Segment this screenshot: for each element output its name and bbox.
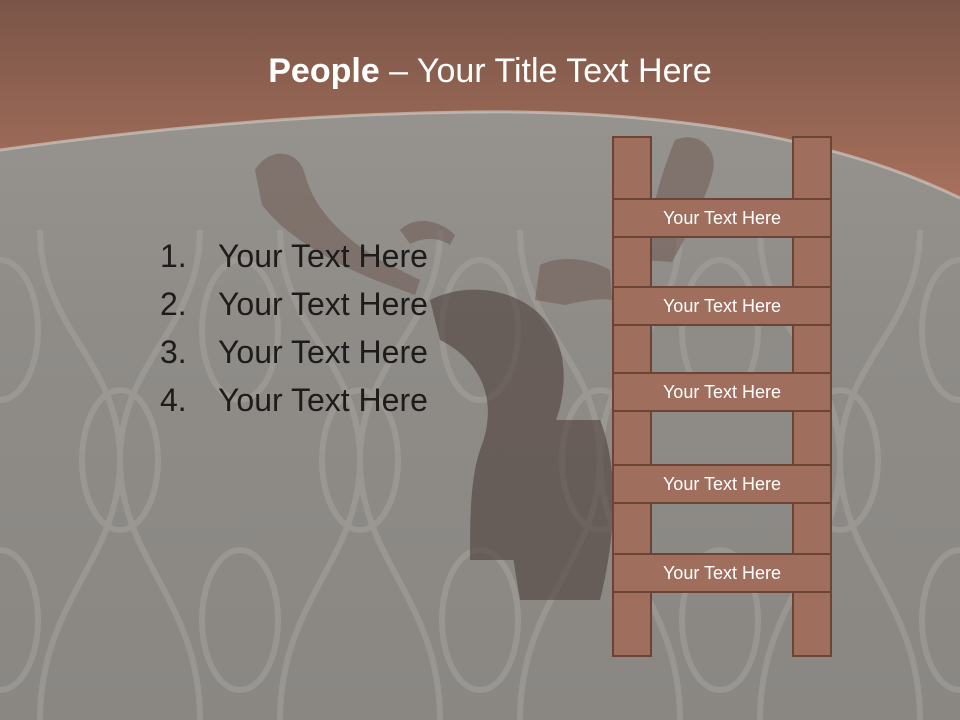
ladder-rail-right-segment [792, 410, 832, 466]
list-item: 4. Your Text Here [160, 376, 428, 424]
list-item-text: Your Text Here [218, 238, 428, 274]
ladder-rail-right-segment [792, 236, 832, 288]
list-item-number: 1. [160, 238, 187, 274]
ladder-rail-left-segment [612, 324, 652, 374]
ladder-rung: Your Text Here [612, 286, 832, 326]
list-item-number: 4. [160, 382, 187, 418]
ladder-rung: Your Text Here [612, 553, 832, 593]
title-rest-text: – Your Title Text Here [379, 52, 712, 90]
list-item-number: 2. [160, 286, 187, 322]
list-item: 1. Your Text Here [160, 232, 428, 280]
numbered-list: 1. Your Text Here 2. Your Text Here 3. Your… [160, 232, 428, 424]
ladder-rail-right-segment [792, 591, 832, 657]
list-item-text: Your Text Here [218, 382, 428, 418]
ladder-rail-right-segment [792, 502, 832, 556]
ladder-rung: Your Text Here [612, 464, 832, 504]
list-item-text: Your Text Here [218, 286, 428, 322]
ladder-rail-left-segment [612, 136, 652, 200]
slide-title: People – Your Title Text Here [0, 52, 960, 91]
ladder-rail-left-segment [612, 410, 652, 466]
ladder-rung: Your Text Here [612, 198, 832, 238]
ladder-rail-left-segment [612, 502, 652, 556]
ladder-rail-right-segment [792, 136, 832, 200]
list-item: 3. Your Text Here [160, 328, 428, 376]
ladder-rail-left-segment [612, 591, 652, 657]
ladder-rail-left-segment [612, 236, 652, 288]
ladder-rail-right-segment [792, 324, 832, 374]
list-item-text: Your Text Here [218, 334, 428, 370]
list-item-number: 3. [160, 334, 187, 370]
ladder-rung: Your Text Here [612, 372, 832, 412]
list-item: 2. Your Text Here [160, 280, 428, 328]
title-bold-text: People [268, 52, 380, 90]
